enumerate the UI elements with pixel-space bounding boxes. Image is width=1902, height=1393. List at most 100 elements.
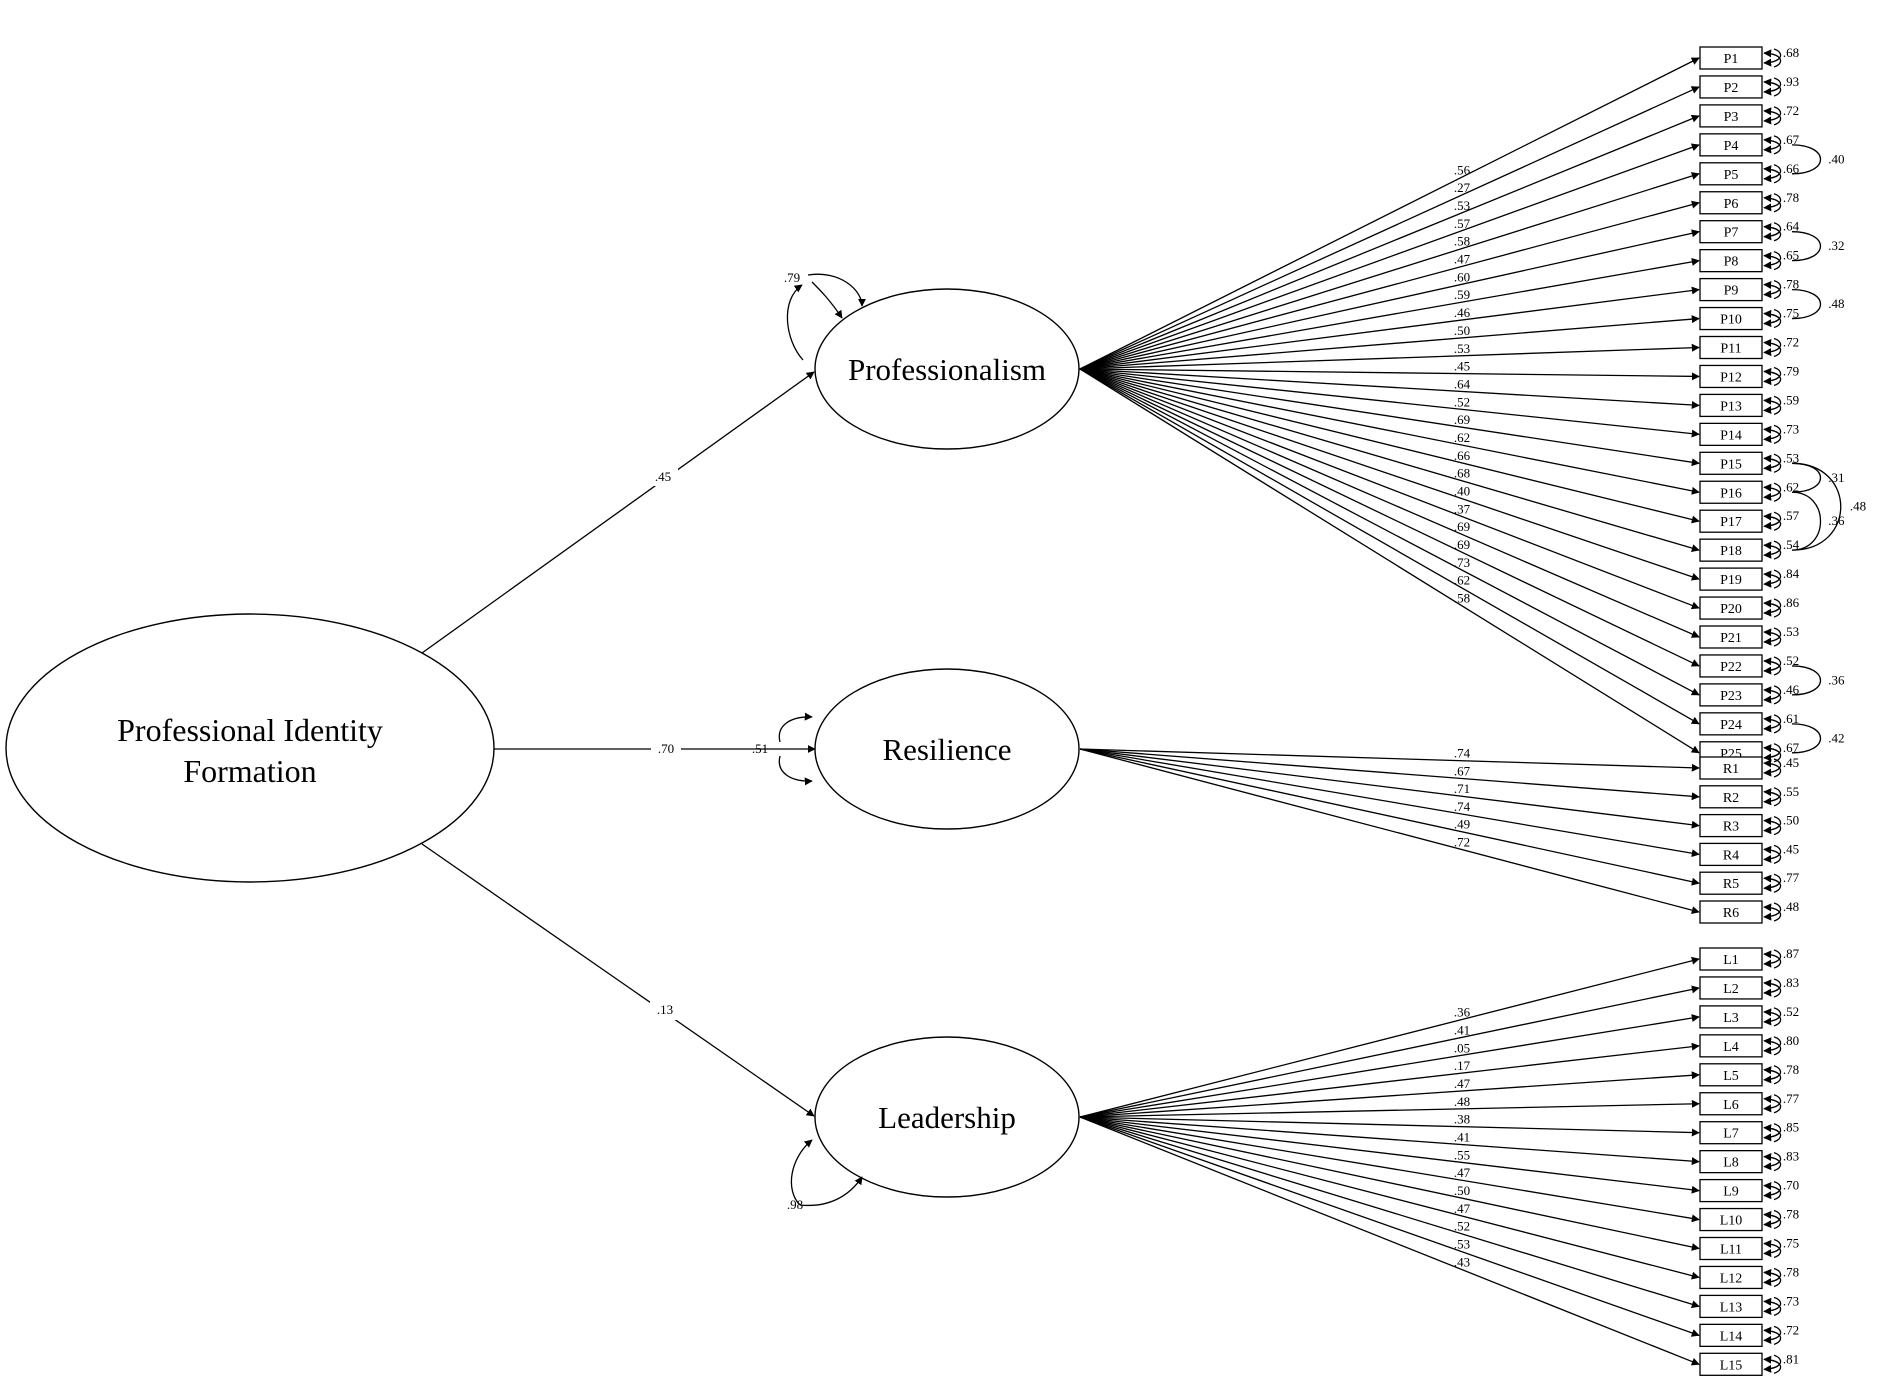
- covariance-value: .36: [1828, 513, 1845, 528]
- loading-path-p12: [1079, 368, 1700, 381]
- error-variance-p14: .73: [1763, 421, 1799, 444]
- error-variance-p17: .57: [1763, 508, 1800, 531]
- loading-path-p13: [1079, 368, 1700, 409]
- indicator-r3: R3: [1699, 813, 1763, 838]
- indicator-p24: P24: [1699, 712, 1763, 736]
- loading-path-r3: [1079, 748, 1700, 829]
- indicator-l2: L2: [1699, 976, 1763, 1000]
- indicator-box: [1699, 191, 1763, 215]
- error-variance-value: .78: [1783, 1207, 1799, 1222]
- error-variance-l6: .77: [1763, 1091, 1800, 1114]
- loading-value-l15: .43: [1454, 1254, 1470, 1269]
- error-variance-value: .81: [1783, 1351, 1799, 1366]
- indicator-box: [1699, 813, 1763, 838]
- indicator-label: L13: [1720, 1300, 1743, 1315]
- indicator-p19: P19: [1699, 567, 1763, 591]
- loading-value-l3: .05: [1454, 1040, 1470, 1055]
- indicator-label: P13: [1720, 399, 1742, 414]
- error-loop-upper: [1763, 136, 1782, 155]
- indicator-p4: P4: [1699, 133, 1763, 157]
- indicator-p5: P5: [1699, 162, 1763, 186]
- error-loop-upper: [1763, 78, 1782, 97]
- loading-path-p22: [1079, 368, 1700, 667]
- path-pif-leadership: [421, 843, 815, 1117]
- error-variance-value: .45: [1783, 755, 1799, 770]
- error-variance-value: .52: [1783, 1004, 1799, 1019]
- loading-path-p8: [1079, 257, 1700, 370]
- indicator-box: [1699, 104, 1763, 128]
- error-variance-r2: .55: [1763, 784, 1799, 807]
- error-loop-upper: [1763, 715, 1782, 734]
- indicator-label: R5: [1723, 877, 1739, 892]
- error-loop-lower: [1763, 949, 1782, 968]
- factor-residuals: .79 .51 .98: [752, 270, 866, 1212]
- error-variance-p23: .46: [1763, 682, 1800, 705]
- covariance-value: .40: [1828, 151, 1844, 166]
- indicator-box: [1699, 1034, 1763, 1058]
- error-loop-upper: [1763, 744, 1782, 763]
- indicator-label: P12: [1720, 370, 1742, 385]
- indicator-l4: L4: [1699, 1034, 1763, 1058]
- loading-value-p14: .52: [1454, 394, 1470, 409]
- error-variance-p10: .75: [1763, 306, 1799, 329]
- loading-value-p15: .69: [1454, 412, 1470, 427]
- indicator-boxes: P1P2P3P4P5P6P7P8P9P10P11P12P13P14P15P16P…: [1699, 46, 1763, 1376]
- loading-value-r2: .67: [1454, 763, 1471, 778]
- indicator-box: [1699, 1265, 1763, 1290]
- error-loop-lower: [1763, 978, 1782, 997]
- error-loop-lower: [1763, 453, 1782, 472]
- error-loop-upper: [1763, 950, 1782, 969]
- error-variance-value: .46: [1783, 682, 1800, 697]
- error-loop-upper: [1763, 874, 1782, 893]
- indicator-p20: P20: [1699, 596, 1763, 620]
- indicator-l13: L13: [1699, 1294, 1763, 1319]
- loading-value-r4: .74: [1454, 799, 1471, 814]
- error-loop-lower: [1763, 787, 1782, 806]
- indicator-box: [1699, 422, 1763, 447]
- covariance-arc: [1791, 462, 1842, 551]
- loading-path-l4: [1079, 1042, 1700, 1118]
- indicator-r4: R4: [1699, 842, 1763, 867]
- error-variance-p15: .53: [1763, 450, 1799, 473]
- indicator-p21: P21: [1699, 625, 1763, 649]
- loading-path-l5: [1079, 1071, 1700, 1118]
- error-loop-lower: [1763, 222, 1782, 241]
- error-covariances: .40.32.48.31.36.48.36.42: [1791, 144, 1866, 754]
- error-variance-value: .85: [1783, 1120, 1799, 1135]
- indicator-label: P11: [1720, 342, 1741, 357]
- error-loop-lower: [1763, 1180, 1782, 1200]
- latent-leadership: Leadership: [814, 1036, 1080, 1198]
- error-loop-lower: [1763, 656, 1782, 675]
- loading-value-p9: .46: [1454, 305, 1471, 320]
- indicator-error-variances: .68.93.72.67.66.78.64.65.78.75.72.79.59.…: [1763, 45, 1800, 1374]
- loading-value-l4: .17: [1454, 1058, 1471, 1073]
- error-loop-lower: [1763, 815, 1782, 835]
- error-variance-r6: .48: [1763, 899, 1799, 922]
- indicator-r5: R5: [1699, 871, 1763, 895]
- error-loop-upper: [1763, 396, 1782, 416]
- indicator-box: [1699, 683, 1763, 707]
- error-variance-p16: .62: [1763, 479, 1799, 502]
- loading-value-l5: .47: [1454, 1076, 1471, 1091]
- indicator-label: P17: [1720, 515, 1742, 530]
- indicator-p14: P14: [1699, 422, 1763, 447]
- indicator-p16: P16: [1699, 480, 1763, 504]
- error-variance-l9: .70: [1763, 1178, 1799, 1201]
- indicator-label: R1: [1723, 762, 1739, 777]
- error-loop-upper: [1763, 1124, 1782, 1143]
- loading-path-r6: [1079, 748, 1700, 915]
- covariance-p22-p23: .36: [1791, 665, 1845, 696]
- error-loop-upper: [1763, 657, 1782, 676]
- error-variance-value: .78: [1783, 1264, 1799, 1279]
- indicator-label: P23: [1720, 689, 1742, 704]
- loading-value-p12: .45: [1454, 359, 1470, 374]
- error-loop-upper: [1763, 1239, 1782, 1259]
- error-loop-lower: [1763, 758, 1782, 777]
- error-loop-upper: [1763, 1095, 1782, 1114]
- indicator-box: [1699, 1352, 1763, 1376]
- loading-path-l9: [1079, 1116, 1700, 1194]
- indicator-label: L2: [1723, 982, 1739, 997]
- covariance-arc: [1791, 231, 1821, 262]
- loading-path-p10: [1079, 315, 1700, 370]
- covariance-p15-p18: .48: [1791, 462, 1866, 551]
